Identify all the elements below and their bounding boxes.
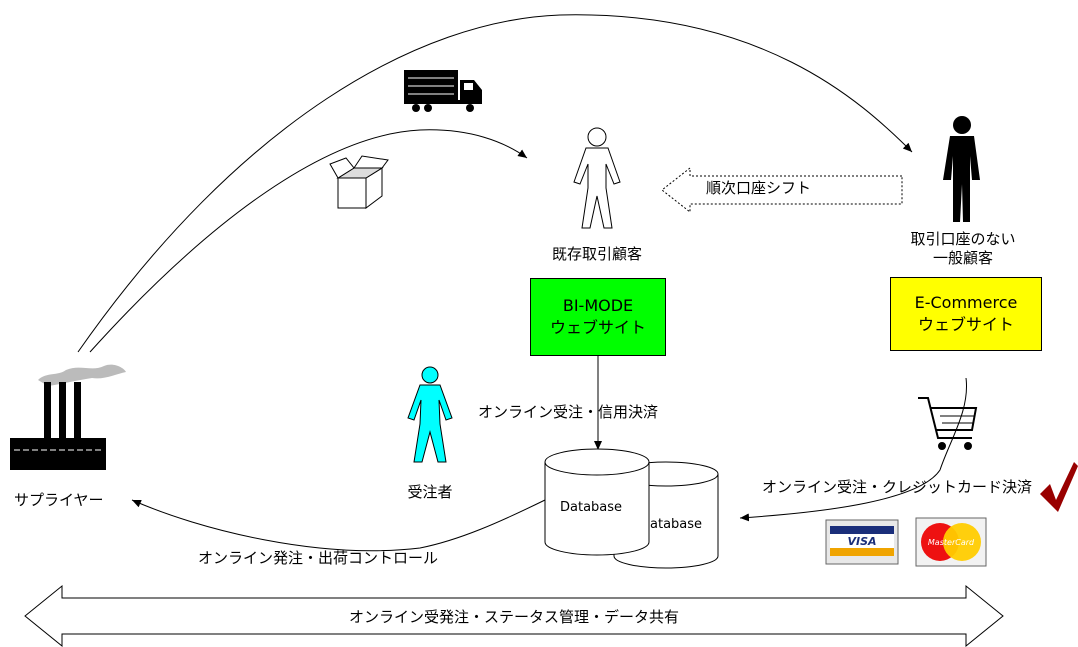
ecommerce-box-line1: E-Commerce: [914, 293, 1018, 312]
online-card-label: オンライン受注・クレジットカード決済: [762, 478, 1033, 496]
order-shipment-arrow: [131, 499, 546, 552]
supplier-label: サプライヤー: [14, 491, 104, 509]
bimode-website-box: BI-MODE ウェブサイト: [530, 278, 666, 356]
card-payment-arrow: [739, 377, 968, 522]
existing-customer-figure: [573, 127, 621, 229]
ecommerce-website-box: E-Commerce ウェブサイト: [890, 277, 1042, 351]
visa-card-icon: [825, 519, 899, 565]
online-order-ship-label: オンライン発注・出荷コントロール: [198, 549, 439, 567]
ecommerce-box-line2: ウェブサイト: [917, 315, 1014, 334]
order-receiver-figure: [407, 366, 453, 463]
mastercard-card-label: MasterCard: [928, 538, 975, 547]
curve-supplier-to-existing-customer: [89, 129, 528, 353]
account-shift-arrow: [661, 166, 903, 214]
general-customer-label-line2: 一般顧客: [932, 249, 993, 267]
shopping-cart-icon: [918, 397, 978, 450]
order-receiver-label: 受注者: [407, 483, 453, 501]
database-front-icon: [544, 448, 650, 556]
package-box-icon: [329, 155, 389, 209]
online-credit-label: オンライン受注・信用決済: [478, 403, 659, 421]
bimode-box-line2: ウェブサイト: [549, 318, 646, 337]
existing-customer-label: 既存取引顧客: [551, 245, 642, 263]
database-back-label: atabase: [650, 517, 703, 532]
mastercard-card-icon: [915, 517, 987, 567]
factory-icon: [10, 364, 126, 470]
database-front-label: Database: [560, 500, 623, 515]
data-sharing-double-arrow: [24, 584, 1004, 647]
truck-icon: [404, 70, 482, 112]
visa-card-label: VISA: [847, 535, 876, 548]
data-sharing-label: オンライン受発注・ステータス管理・データ共有: [348, 608, 679, 626]
account-shift-label: 順次口座シフト: [706, 179, 812, 197]
curve-supplier-to-general-customer: [77, 14, 913, 353]
bimode-box-line1: BI-MODE: [562, 296, 634, 315]
general-customer-label-line1: 取引口座のない: [910, 230, 1016, 248]
check-mark-icon: [1040, 462, 1078, 512]
general-customer-figure: [943, 116, 980, 222]
